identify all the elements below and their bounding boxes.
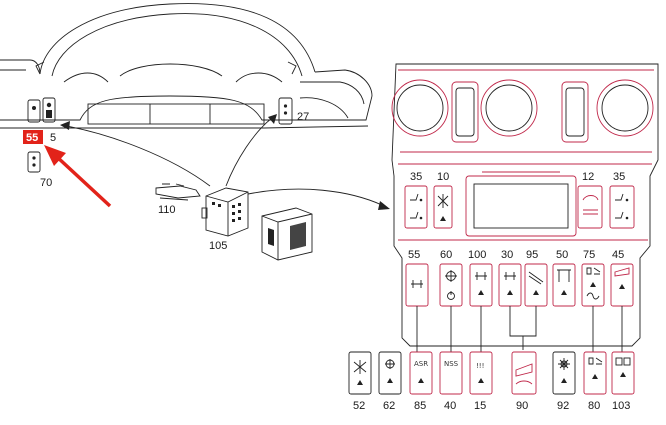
label-small-switch: 70 xyxy=(40,177,52,189)
eds-text: !!! xyxy=(476,362,484,370)
top-label-0: 35 xyxy=(410,171,422,183)
bot-label-6: 92 xyxy=(557,400,569,412)
switch-80[interactable] xyxy=(583,351,607,395)
seat-heater-switch-right[interactable] xyxy=(609,185,635,229)
mid-label-6: 75 xyxy=(583,249,595,261)
middle-row-switches xyxy=(405,263,634,307)
seat-heater-switch-left[interactable] xyxy=(404,185,428,229)
top-label-3: 35 xyxy=(613,171,625,183)
top-label-2: 12 xyxy=(582,171,594,183)
connector-110 xyxy=(155,183,201,201)
mid-label-4: 95 xyxy=(526,249,538,261)
switch-eds[interactable]: !!! xyxy=(469,351,493,395)
bot-label-5: 90 xyxy=(516,400,528,412)
switch-92[interactable] xyxy=(552,351,576,395)
switch-95[interactable] xyxy=(524,263,548,307)
mid-label-5: 50 xyxy=(556,249,568,261)
switch-103[interactable] xyxy=(611,351,635,395)
bot-label-3: 40 xyxy=(444,400,456,412)
leader-arrows xyxy=(60,114,390,210)
label-connector: 110 xyxy=(158,204,176,216)
switch-nss[interactable]: NSS xyxy=(439,351,463,395)
bot-label-4: 15 xyxy=(474,400,486,412)
top-label-1: 10 xyxy=(437,171,449,183)
switch-asr[interactable]: ASR xyxy=(409,351,433,395)
top-row-switches xyxy=(404,185,635,229)
switch-52[interactable] xyxy=(348,351,372,395)
switch-62[interactable] xyxy=(378,351,402,395)
label-highlighted: 55 xyxy=(26,132,38,144)
switch-60[interactable] xyxy=(439,263,463,307)
switch-50[interactable] xyxy=(552,263,576,307)
nss-text: NSS xyxy=(444,360,459,368)
asr-text: ASR xyxy=(414,360,428,368)
bot-label-0: 52 xyxy=(353,400,365,412)
label-module: 105 xyxy=(209,240,227,252)
mid-label-0: 55 xyxy=(408,249,420,261)
leader-lines xyxy=(416,306,623,352)
fan-switch[interactable] xyxy=(433,185,453,229)
bot-label-8: 103 xyxy=(612,400,630,412)
red-callout-arrow-icon xyxy=(44,145,112,208)
bot-label-7: 80 xyxy=(588,400,600,412)
bot-label-2: 85 xyxy=(414,400,426,412)
climate-switch[interactable] xyxy=(577,185,603,229)
switch-body xyxy=(261,207,313,261)
center-console xyxy=(391,63,659,347)
instrument-cluster xyxy=(0,3,373,173)
highlight-box xyxy=(23,130,43,144)
module-105 xyxy=(201,187,249,237)
label-left-switch-pair: 5 xyxy=(50,132,56,144)
mid-label-7: 45 xyxy=(612,249,624,261)
mid-label-1: 60 xyxy=(440,249,452,261)
switch-30[interactable] xyxy=(498,263,522,307)
mid-label-2: 100 xyxy=(468,249,486,261)
switch-90[interactable] xyxy=(511,351,537,395)
switch-55[interactable] xyxy=(405,263,429,307)
bot-label-1: 62 xyxy=(383,400,395,412)
switch-100[interactable] xyxy=(469,263,493,307)
mid-label-3: 30 xyxy=(501,249,513,261)
switch-45[interactable] xyxy=(610,263,634,307)
label-right-switch: 27 xyxy=(297,111,309,123)
bottom-row-switches: ASR NSS !!! xyxy=(348,351,635,395)
switch-75[interactable] xyxy=(581,263,605,307)
